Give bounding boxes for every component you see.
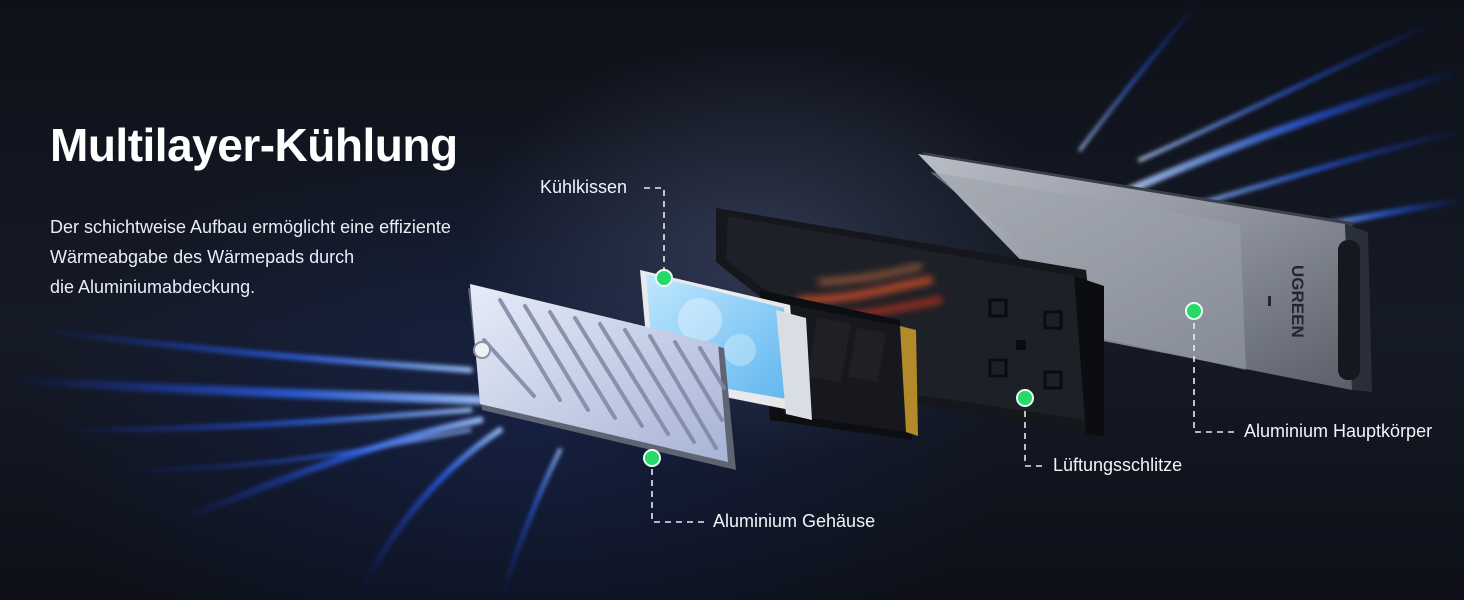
description-line: die Aluminiumabdeckung. xyxy=(50,277,256,297)
aluminium-heatsink-housing xyxy=(468,284,736,470)
description-line: Der schichtweise Aufbau ermöglicht eine … xyxy=(50,217,451,237)
aluminium-main-body: UGREEN xyxy=(918,152,1372,392)
headline: Multilayer-Kühlung xyxy=(50,119,458,171)
marker-aluminium-housing xyxy=(643,449,661,467)
label-cooling-pad: Kühlkissen xyxy=(540,177,628,197)
marker-aluminium-main-body xyxy=(1185,302,1203,320)
marker-vent-slots xyxy=(1016,389,1034,407)
callout-leader-lines xyxy=(644,187,1238,523)
description-line: Wärmeabgabe des Wärmepads durch xyxy=(50,247,355,267)
label-vent-slots: Lüftungsschlitze xyxy=(1053,455,1183,475)
description: Der schichtweise Aufbau ermöglicht eine … xyxy=(50,212,520,302)
label-aluminium-housing: Aluminium Gehäuse xyxy=(713,511,876,531)
label-aluminium-main-body: Aluminium Hauptkörper xyxy=(1244,421,1433,441)
marker-cooling-pad xyxy=(655,269,673,287)
vented-tray xyxy=(716,208,1104,436)
callout-markers xyxy=(643,269,1203,467)
ugreen-logo: UGREEN xyxy=(1288,265,1307,338)
airflow-left xyxy=(5,327,562,600)
